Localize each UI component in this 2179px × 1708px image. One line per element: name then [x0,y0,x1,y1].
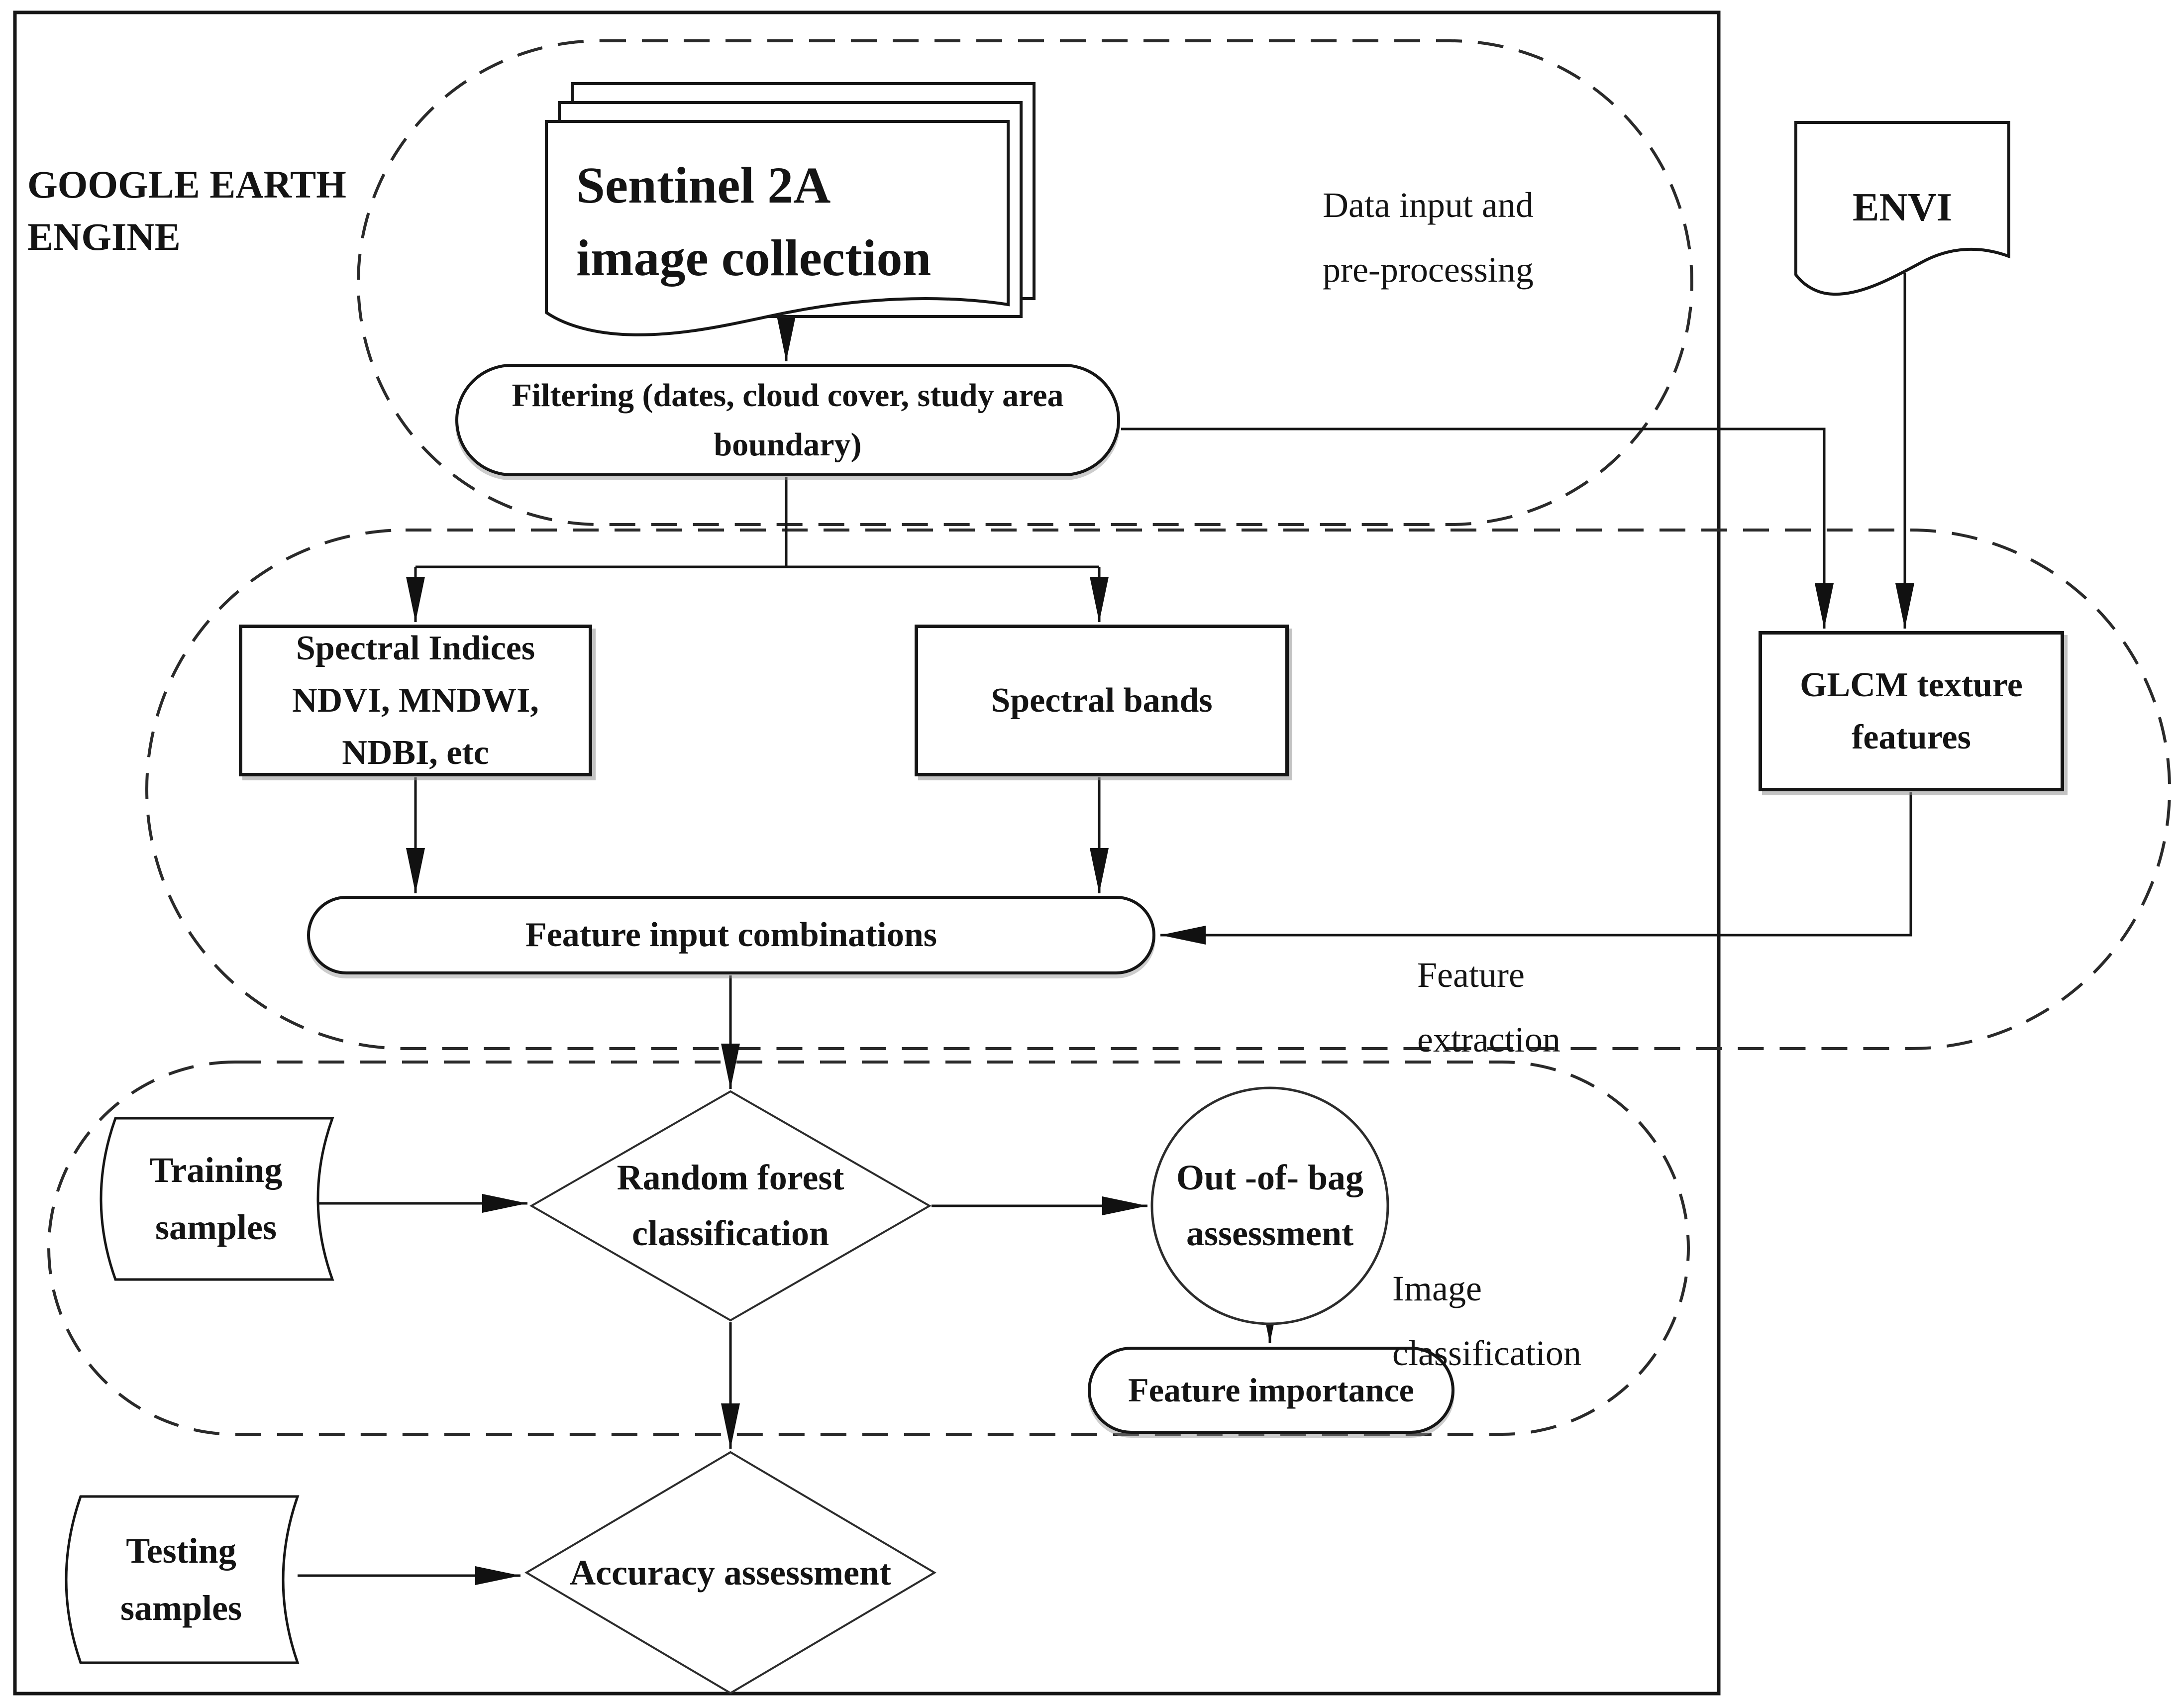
training-samples-shape [100,1117,334,1281]
region-preprocessing-boundary [357,39,1693,526]
feature-importance-node: Feature importance [1088,1347,1454,1434]
sentinel-doc-front [545,120,1010,336]
region-feature-extraction-label: Feature extraction [1417,955,1560,1060]
region-preprocessing-label: Data input and pre-processing [1323,185,1534,290]
testing-samples-shape [65,1495,300,1664]
sentinel-label: Sentinel 2A image collection [576,157,932,287]
training-samples-label: Training samples [149,1150,283,1247]
random-forest-diamond [529,1090,932,1322]
envi-label: ENVI [1852,186,1953,229]
feature-input-node: Feature input combinations [307,896,1155,974]
accuracy-diamond [524,1451,936,1695]
line-filtering-split [415,477,1099,568]
spectral-indices-box: Spectral Indices NDVI, MNDWI, NDBI, etc [239,625,592,776]
accuracy-assessment-label: Accuracy assessment [570,1552,891,1593]
testing-samples-label: Testing samples [120,1530,242,1628]
region-image-classification-label: Image classification [1392,1269,1581,1373]
outer-border [13,10,1721,1696]
arrow-glcm-to-feature-input [1160,792,1912,945]
region-image-classification-boundary [47,1061,1690,1436]
google-earth-engine-label: GOOGLE EARTH ENGINE [27,163,346,259]
filtering-node: Filtering (dates, cloud cover, study are… [455,364,1120,476]
random-forest-label: Random forest classification [617,1158,844,1253]
envi-doc [1794,121,2010,296]
region-feature-extraction-boundary [145,529,2171,1050]
glcm-box: GLCM texture features [1759,631,2064,791]
arrow-filtering-to-glcm [1121,427,1834,629]
oob-label: Out -of- bag assessment [1176,1158,1363,1253]
spectral-bands-box: Spectral bands [915,625,1289,776]
oob-circle [1150,1086,1389,1325]
